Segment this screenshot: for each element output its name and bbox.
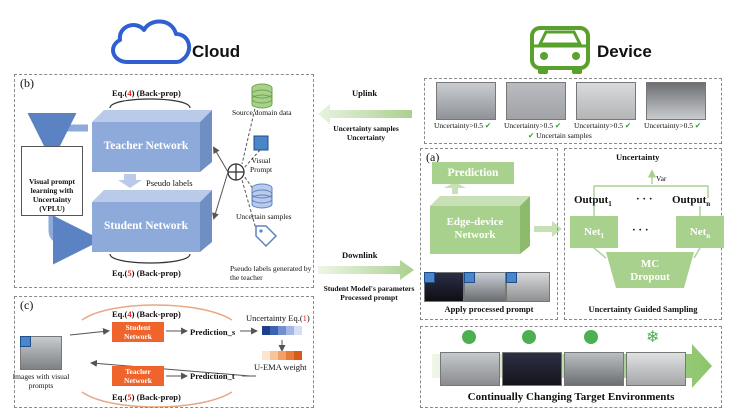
prediction-s: Prediction_s <box>190 327 236 337</box>
panel-b <box>14 74 314 288</box>
device-title: Device <box>597 42 652 61</box>
visual-prompt-label: Visual Prompt <box>249 156 273 174</box>
panel-b-tag: (b) <box>20 76 34 90</box>
uncertainty-bar <box>262 326 302 335</box>
env-image-snow <box>626 352 686 386</box>
sample-label-2: Uncertainty>0.5 ✔ <box>504 121 562 130</box>
uema-bar <box>262 351 302 360</box>
cloud-icon <box>111 19 192 64</box>
env-image-fog <box>440 352 500 386</box>
panel-c-tag: (c) <box>20 298 34 312</box>
cloud-weather-icon <box>462 330 476 344</box>
prompt-square-3 <box>506 272 517 283</box>
ugs-caption: Uncertainty Guided Sampling <box>588 304 698 314</box>
database-icon-source <box>251 83 273 109</box>
rain-weather-icon <box>584 330 598 344</box>
prediction-t: Prediction_t <box>190 371 235 381</box>
prediction-box: Prediction <box>432 162 514 184</box>
env-image-night <box>502 352 562 386</box>
c-eq4-label: Eq.(4) (Back-prop) <box>112 309 181 319</box>
eq5-label: Eq.(5) (Back-prop) <box>112 268 181 278</box>
car-icon <box>530 26 590 74</box>
teacher-block <box>92 110 212 172</box>
net-1: Net1 <box>570 216 618 248</box>
downlink-arrow <box>318 260 414 280</box>
night-weather-icon <box>522 330 536 344</box>
c-prompt-square <box>20 336 31 347</box>
sample-image-3 <box>576 82 636 120</box>
uncertainty-label: Uncertainty <box>616 152 660 162</box>
panel-a-tag: (a) <box>426 150 440 164</box>
output-1: Output1 <box>574 194 612 209</box>
snow-weather-icon: ❄ <box>646 329 660 346</box>
uplink-arrow <box>318 104 412 124</box>
env-caption: Continually Changing Target Environments <box>467 391 675 403</box>
uncertainty-eq-label: Uncertainty Eq.(1) <box>246 313 310 323</box>
samples-panel <box>424 78 722 144</box>
c-teacher-network: Teacher Network <box>112 366 164 386</box>
downlink-label: Downlink <box>342 250 378 260</box>
student-block <box>92 190 212 252</box>
env-panel <box>420 326 722 408</box>
sample-image-2 <box>506 82 566 120</box>
tag-icon <box>255 225 278 248</box>
net-dots: · · · <box>632 224 649 236</box>
images-label: Images with visual prompts <box>12 372 70 390</box>
uncertain-samples-caption: ✔ Uncertain samples <box>528 131 592 140</box>
sample-label-3: Uncertainty>0.5 ✔ <box>574 121 632 130</box>
cloud-title: Cloud <box>192 42 241 61</box>
output-dots: · · · <box>636 193 653 205</box>
uncertain-samples-label: Uncertain samples <box>236 212 292 221</box>
pseudo-labels-label: Pseudo labels <box>146 178 193 188</box>
c-student-network: Student Network <box>112 322 164 342</box>
output-n: Outputn <box>672 194 711 209</box>
panel-a <box>420 148 558 320</box>
env-image-rain <box>564 352 624 386</box>
panel-c <box>14 296 314 408</box>
teacher-network: Teacher Network <box>103 140 189 152</box>
net-n: Netn <box>676 216 724 248</box>
vplu-box: Visual prompt learning with Uncertainty … <box>21 146 83 216</box>
eq4-label: Eq.(4) (Back-prop) <box>112 88 181 98</box>
prompt-square-1 <box>424 272 435 283</box>
c-eq5-label: Eq.(5) (Back-prop) <box>112 392 181 402</box>
sample-image-4 <box>646 82 706 120</box>
student-network: Student Network <box>103 220 188 232</box>
apply-prompt-caption: Apply processed prompt <box>444 304 534 314</box>
sample-image-1 <box>436 82 496 120</box>
database-icon-uncertain <box>251 183 273 209</box>
pseudo-teacher-label: Pseudo labels generated by the teacher <box>230 264 312 282</box>
source-data-label: Source domain data <box>232 108 292 117</box>
visual-prompt-square <box>253 135 269 151</box>
sample-label-1: Uncertainty>0.5 ✔ <box>434 121 492 130</box>
prompt-square-2 <box>464 272 475 283</box>
uplink-label: Uplink <box>352 88 378 98</box>
var-label: Var <box>656 174 667 183</box>
uema-label: U-EMA weight <box>254 362 307 372</box>
sample-label-4: Uncertainty>0.5 ✔ <box>644 121 702 130</box>
